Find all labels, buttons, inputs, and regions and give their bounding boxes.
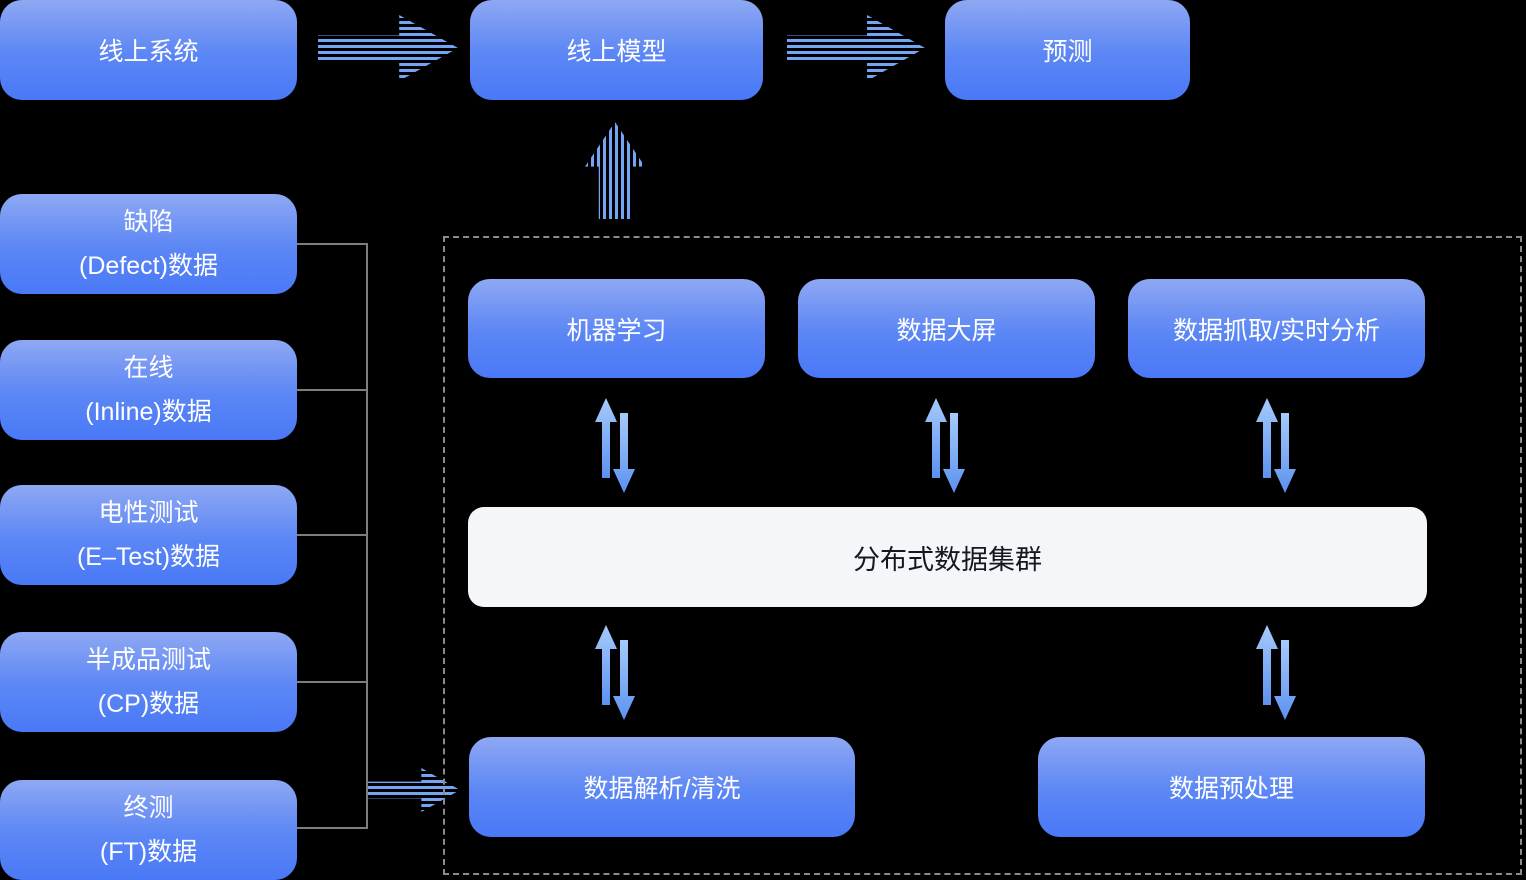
node-label-line2: (Defect)数据 <box>79 252 218 280</box>
sync-arrows-icon <box>925 398 965 493</box>
connector-line <box>297 243 368 245</box>
flow-arrow-up-icon <box>585 122 645 219</box>
connector-line <box>297 827 368 829</box>
node-label-line1: 半成品测试 <box>85 646 211 674</box>
flow-arrow-right-icon <box>318 15 458 81</box>
node-online-system: 线上系统 <box>0 0 297 100</box>
connector-line <box>297 389 368 391</box>
node-data-preprocessing: 数据预处理 <box>1038 737 1425 837</box>
connector-line <box>297 534 368 536</box>
node-data-parsing: 数据解析/清洗 <box>469 737 855 837</box>
node-inline-data: 在线 (Inline)数据 <box>0 340 297 440</box>
sync-arrows-icon <box>595 625 635 720</box>
node-defect-data: 缺陷 (Defect)数据 <box>0 194 297 294</box>
node-ft-data: 终测 (FT)数据 <box>0 780 297 880</box>
platform-boundary <box>443 236 1522 875</box>
node-label-line2: (FT)数据 <box>99 838 198 866</box>
node-label-line1: 电性测试 <box>98 499 199 527</box>
connector-line <box>366 243 368 829</box>
node-etest-data: 电性测试 (E–Test)数据 <box>0 485 297 585</box>
node-label-line2: (CP)数据 <box>97 690 200 718</box>
node-online-model: 线上模型 <box>470 0 763 100</box>
node-label-line2: (Inline)数据 <box>85 398 212 426</box>
node-label-line1: 在线 <box>123 354 174 382</box>
sync-arrows-icon <box>595 398 635 493</box>
sync-arrows-icon <box>1256 398 1296 493</box>
node-data-dashboard: 数据大屏 <box>798 279 1095 378</box>
node-label-line1: 缺陷 <box>123 208 174 236</box>
flow-arrow-right-icon <box>787 15 925 81</box>
node-prediction: 预测 <box>945 0 1190 100</box>
sync-arrows-icon <box>1256 625 1296 720</box>
node-distributed-cluster: 分布式数据集群 <box>468 507 1427 607</box>
node-label-line1: 终测 <box>123 794 174 822</box>
node-machine-learning: 机器学习 <box>468 279 765 378</box>
connector-line <box>297 681 368 683</box>
node-data-capture: 数据抓取/实时分析 <box>1128 279 1425 378</box>
node-cp-data: 半成品测试 (CP)数据 <box>0 632 297 732</box>
node-label-line2: (E–Test)数据 <box>76 543 221 571</box>
